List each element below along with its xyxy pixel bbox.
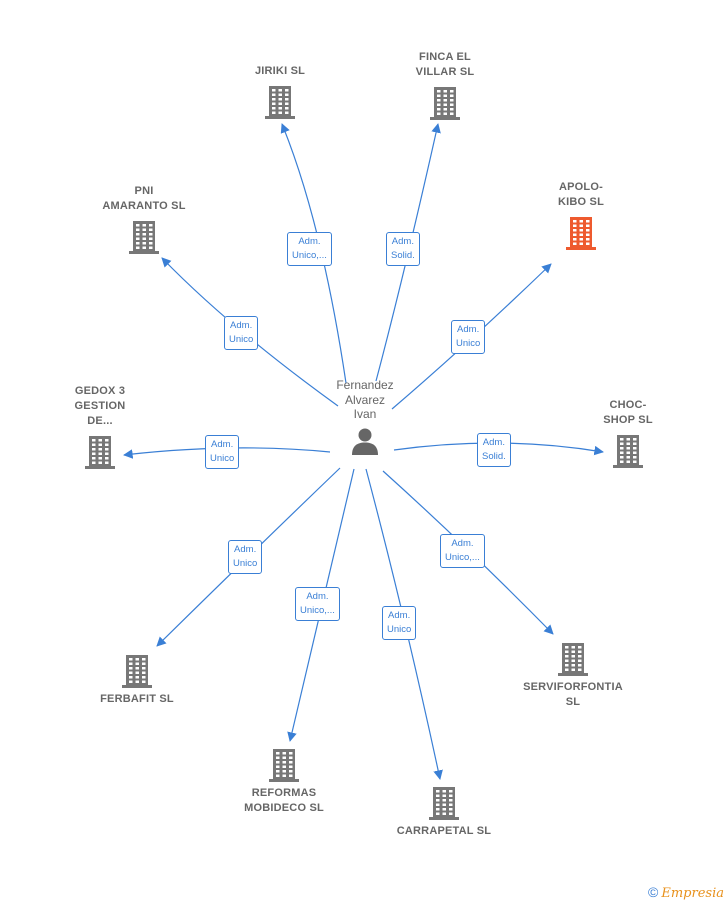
company-label: CHOC- SHOP SL — [603, 399, 653, 426]
person-icon — [352, 428, 378, 455]
company-node-choc[interactable]: CHOC- SHOP SL — [568, 398, 688, 468]
building-icon — [558, 643, 588, 676]
building-icon — [122, 655, 152, 688]
company-label: GEDOX 3 GESTION DE... — [74, 385, 126, 427]
role-badge-ferbafit[interactable]: Adm. Unico — [228, 540, 263, 574]
building-icon — [129, 221, 159, 254]
company-label: SERVIFORFONTIA SL — [523, 681, 623, 708]
company-node-gedox[interactable]: GEDOX 3 GESTION DE... — [40, 384, 160, 469]
company-label: PNI AMARANTO SL — [102, 185, 186, 212]
company-node-apolo[interactable]: APOLO- KIBO SL — [521, 180, 641, 250]
building-icon — [430, 87, 460, 120]
building-icon — [269, 749, 299, 782]
role-badge-pni[interactable]: Adm. Unico — [224, 316, 259, 350]
company-label: JIRIKI SL — [254, 65, 306, 77]
company-label: REFORMAS MOBIDECO SL — [244, 787, 324, 814]
building-icon — [566, 217, 596, 250]
company-node-pni[interactable]: PNI AMARANTO SL — [84, 184, 204, 254]
building-icon — [85, 436, 115, 469]
company-node-ferbafit[interactable]: FERBAFIT SL — [77, 654, 197, 707]
role-badge-apolo[interactable]: Adm. Unico — [451, 320, 486, 354]
company-node-reformas[interactable]: REFORMAS MOBIDECO SL — [224, 748, 344, 816]
role-badge-choc[interactable]: Adm. Solid. — [477, 433, 511, 467]
brand-name: Empresia — [661, 886, 724, 901]
company-label: FERBAFIT SL — [100, 693, 174, 705]
role-badge-finca[interactable]: Adm. Solid. — [386, 232, 420, 266]
center-person[interactable]: Fernandez Alvarez Ivan — [305, 378, 425, 456]
company-label: APOLO- KIBO SL — [557, 181, 604, 208]
role-badge-carrapetal[interactable]: Adm. Unico — [382, 606, 417, 640]
center-person-label: Fernandez Alvarez Ivan — [336, 378, 394, 421]
copyright-symbol: © — [648, 884, 659, 900]
building-icon — [613, 435, 643, 468]
company-node-serviforfontia[interactable]: SERVIFORFONTIA SL — [513, 642, 633, 710]
company-node-jiriki[interactable]: JIRIKI SL — [220, 64, 340, 119]
role-badge-serviforfontia[interactable]: Adm. Unico,... — [440, 534, 485, 568]
company-label: FINCA EL VILLAR SL — [415, 51, 475, 78]
footer-brand[interactable]: ©Empresia — [648, 884, 724, 901]
company-node-carrapetal[interactable]: CARRAPETAL SL — [384, 786, 504, 839]
company-label: CARRAPETAL SL — [396, 825, 492, 837]
company-node-finca[interactable]: FINCA EL VILLAR SL — [385, 50, 505, 120]
role-badge-reformas[interactable]: Adm. Unico,... — [295, 587, 340, 621]
role-badge-gedox[interactable]: Adm. Unico — [205, 435, 240, 469]
role-badge-jiriki[interactable]: Adm. Unico,... — [287, 232, 332, 266]
building-icon — [265, 86, 295, 119]
building-icon — [429, 787, 459, 820]
